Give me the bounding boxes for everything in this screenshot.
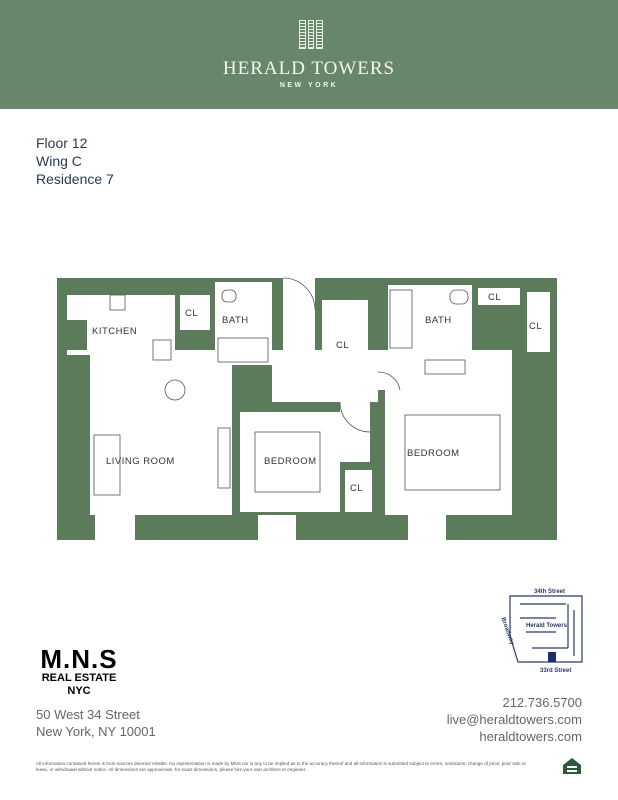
unit-info: Floor 12 Wing C Residence 7 xyxy=(36,134,114,188)
brand-subtitle: NEW YORK xyxy=(279,82,339,89)
fixtures xyxy=(93,277,501,496)
herald-towers-logo-icon xyxy=(299,20,324,49)
room-label-cl: CL xyxy=(529,321,542,332)
map-south-street: 33rd Street xyxy=(540,668,571,674)
address-line2: New York, NY 10001 xyxy=(36,724,156,739)
wing-label: Wing C xyxy=(36,153,82,169)
room-label-bath: BATH xyxy=(425,315,452,326)
room-label-bedroom: BEDROOM xyxy=(407,448,460,459)
contact-info: 212.736.5700 live@heraldtowers.com heral… xyxy=(447,694,582,745)
room-label-kitchen: KITCHEN xyxy=(92,326,137,337)
website-link[interactable]: heraldtowers.com xyxy=(479,729,582,744)
address: 50 West 34 Street New York, NY 10001 xyxy=(36,706,156,740)
room-label-bedroom: BEDROOM xyxy=(264,456,317,467)
room-label-cl: CL xyxy=(488,292,501,303)
residence-label: Residence 7 xyxy=(36,171,114,187)
floor-label: Floor 12 xyxy=(36,135,88,151)
room-label-bath: BATH xyxy=(222,315,249,326)
rooms xyxy=(67,278,550,540)
email-link[interactable]: live@heraldtowers.com xyxy=(446,712,582,727)
map-north-street: 34th Street xyxy=(534,589,565,595)
brand-name: HERALD TOWERS xyxy=(222,58,396,79)
watermark-line2: REAL ESTATE xyxy=(41,672,117,684)
header-banner: HERALD TOWERS NEW YORK xyxy=(0,0,618,109)
map-inner-label: Herald Towers xyxy=(526,623,568,629)
map-west-street: Broadway xyxy=(499,617,515,647)
room-label-cl: CL xyxy=(185,308,198,319)
location-map: 34th Street 33rd Street Herald Towers Br… xyxy=(499,589,583,674)
watermark-name: M.N.S xyxy=(40,644,118,674)
floor-plan: KITCHEN CL BATH CL BATH CL CL LIVING ROO… xyxy=(57,277,557,540)
disclaimer: All information contained herein is from… xyxy=(36,761,526,772)
room-label-living: LIVING ROOM xyxy=(106,456,175,467)
watermark-logo: M.N.S REAL ESTATE NYC xyxy=(34,646,124,698)
phone[interactable]: 212.736.5700 xyxy=(502,695,582,710)
room-label-cl: CL xyxy=(336,340,349,351)
address-line1: 50 West 34 Street xyxy=(36,707,140,722)
watermark-line3: NYC xyxy=(67,685,91,697)
room-label-cl: CL xyxy=(350,483,363,494)
equal-housing-icon xyxy=(563,758,581,774)
